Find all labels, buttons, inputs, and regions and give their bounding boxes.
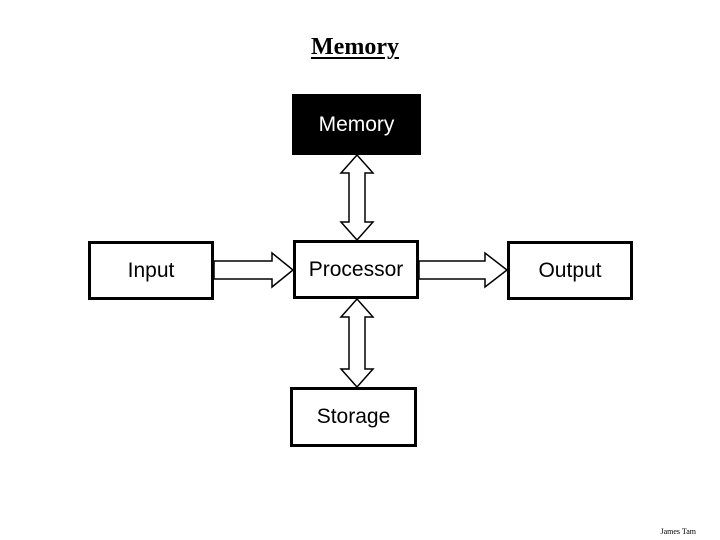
processor-node: Processor xyxy=(293,240,419,299)
output-node: Output xyxy=(507,241,633,300)
memory-node-label: Memory xyxy=(318,112,395,136)
output-node-label: Output xyxy=(538,258,602,282)
input-node-label: Input xyxy=(127,258,175,282)
processor-output-arrow xyxy=(418,251,509,289)
page-title: Memory xyxy=(311,34,399,60)
memory-node: Memory xyxy=(292,94,421,155)
footer-author: James Tam xyxy=(660,527,696,536)
storage-node: Storage xyxy=(290,387,417,447)
input-node: Input xyxy=(88,241,214,300)
memory-processor-arrow xyxy=(339,153,375,242)
processor-node-label: Processor xyxy=(308,257,404,281)
storage-node-label: Storage xyxy=(316,405,391,428)
input-processor-arrow xyxy=(213,251,295,289)
processor-storage-arrow xyxy=(339,297,375,389)
